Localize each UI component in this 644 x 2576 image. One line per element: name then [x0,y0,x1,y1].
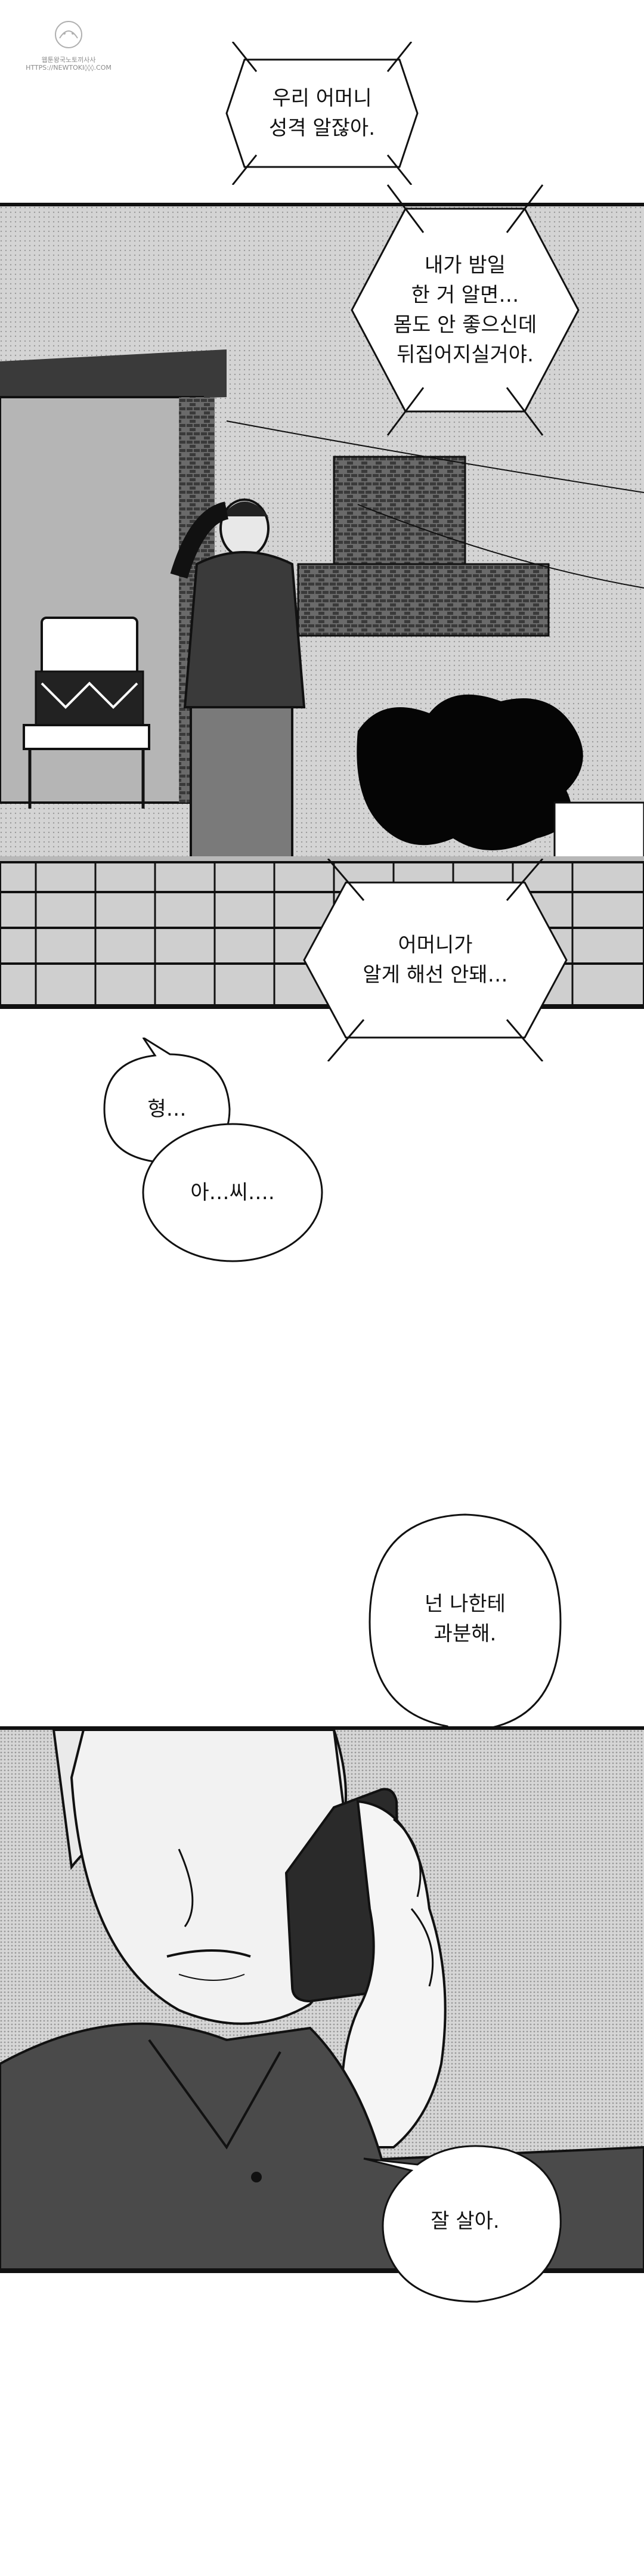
watermark-line-2: HTTPS://NEWTOKI◊◊◊.COM [26,64,112,72]
speech-bubble-3-line-1: 넌 나한테 [425,1592,506,1616]
watermark-logo-icon [55,21,82,48]
caption-2-line-3: 몸도 안 좋으신데 [393,313,537,337]
watermark-line-1: 웹툰왕국노토끼사사 [41,56,96,64]
speech-bubble-3-line-2: 과분해. [434,1622,497,1646]
speech-bubble-2: 아…씨…. [131,1109,334,1270]
caption-1-line-2: 성격 알잖아. [268,116,375,140]
caption-2-line-2: 한 거 알면… [411,283,519,307]
caption-2-line-4: 뒤집어지실거야. [397,343,534,367]
caption-3-line-1: 어머니가 [398,933,473,957]
speech-bubble-2-text: 아…씨…. [190,1181,275,1205]
speech-bubble-1-text: 형… [147,1097,187,1121]
caption-box-3: 어머니가 알게 해선 안돼… [292,859,578,1061]
watermark: 웹툰왕국노토끼사사 HTTPS://NEWTOKI◊◊◊.COM [24,18,113,72]
caption-box-2: 내가 밤일 한 거 알면… 몸도 안 좋으신데 뒤집어지실거야. [340,179,590,441]
caption-1-line-1: 우리 어머니 [272,86,372,110]
caption-3-line-2: 알게 해선 안돼… [363,963,508,987]
black-silhouette [357,694,583,850]
caption-box-1: 우리 어머니 성격 알잖아. [221,42,423,185]
caption-2-line-1: 내가 밤일 [425,253,506,277]
speech-bubble-3: 넌 나한테 과분해. [358,1503,572,1801]
speech-bubble-4: 잘 살아. [358,2123,572,2320]
speech-bubble-4-text: 잘 살아. [431,2209,500,2233]
chair-illustration [23,617,150,809]
